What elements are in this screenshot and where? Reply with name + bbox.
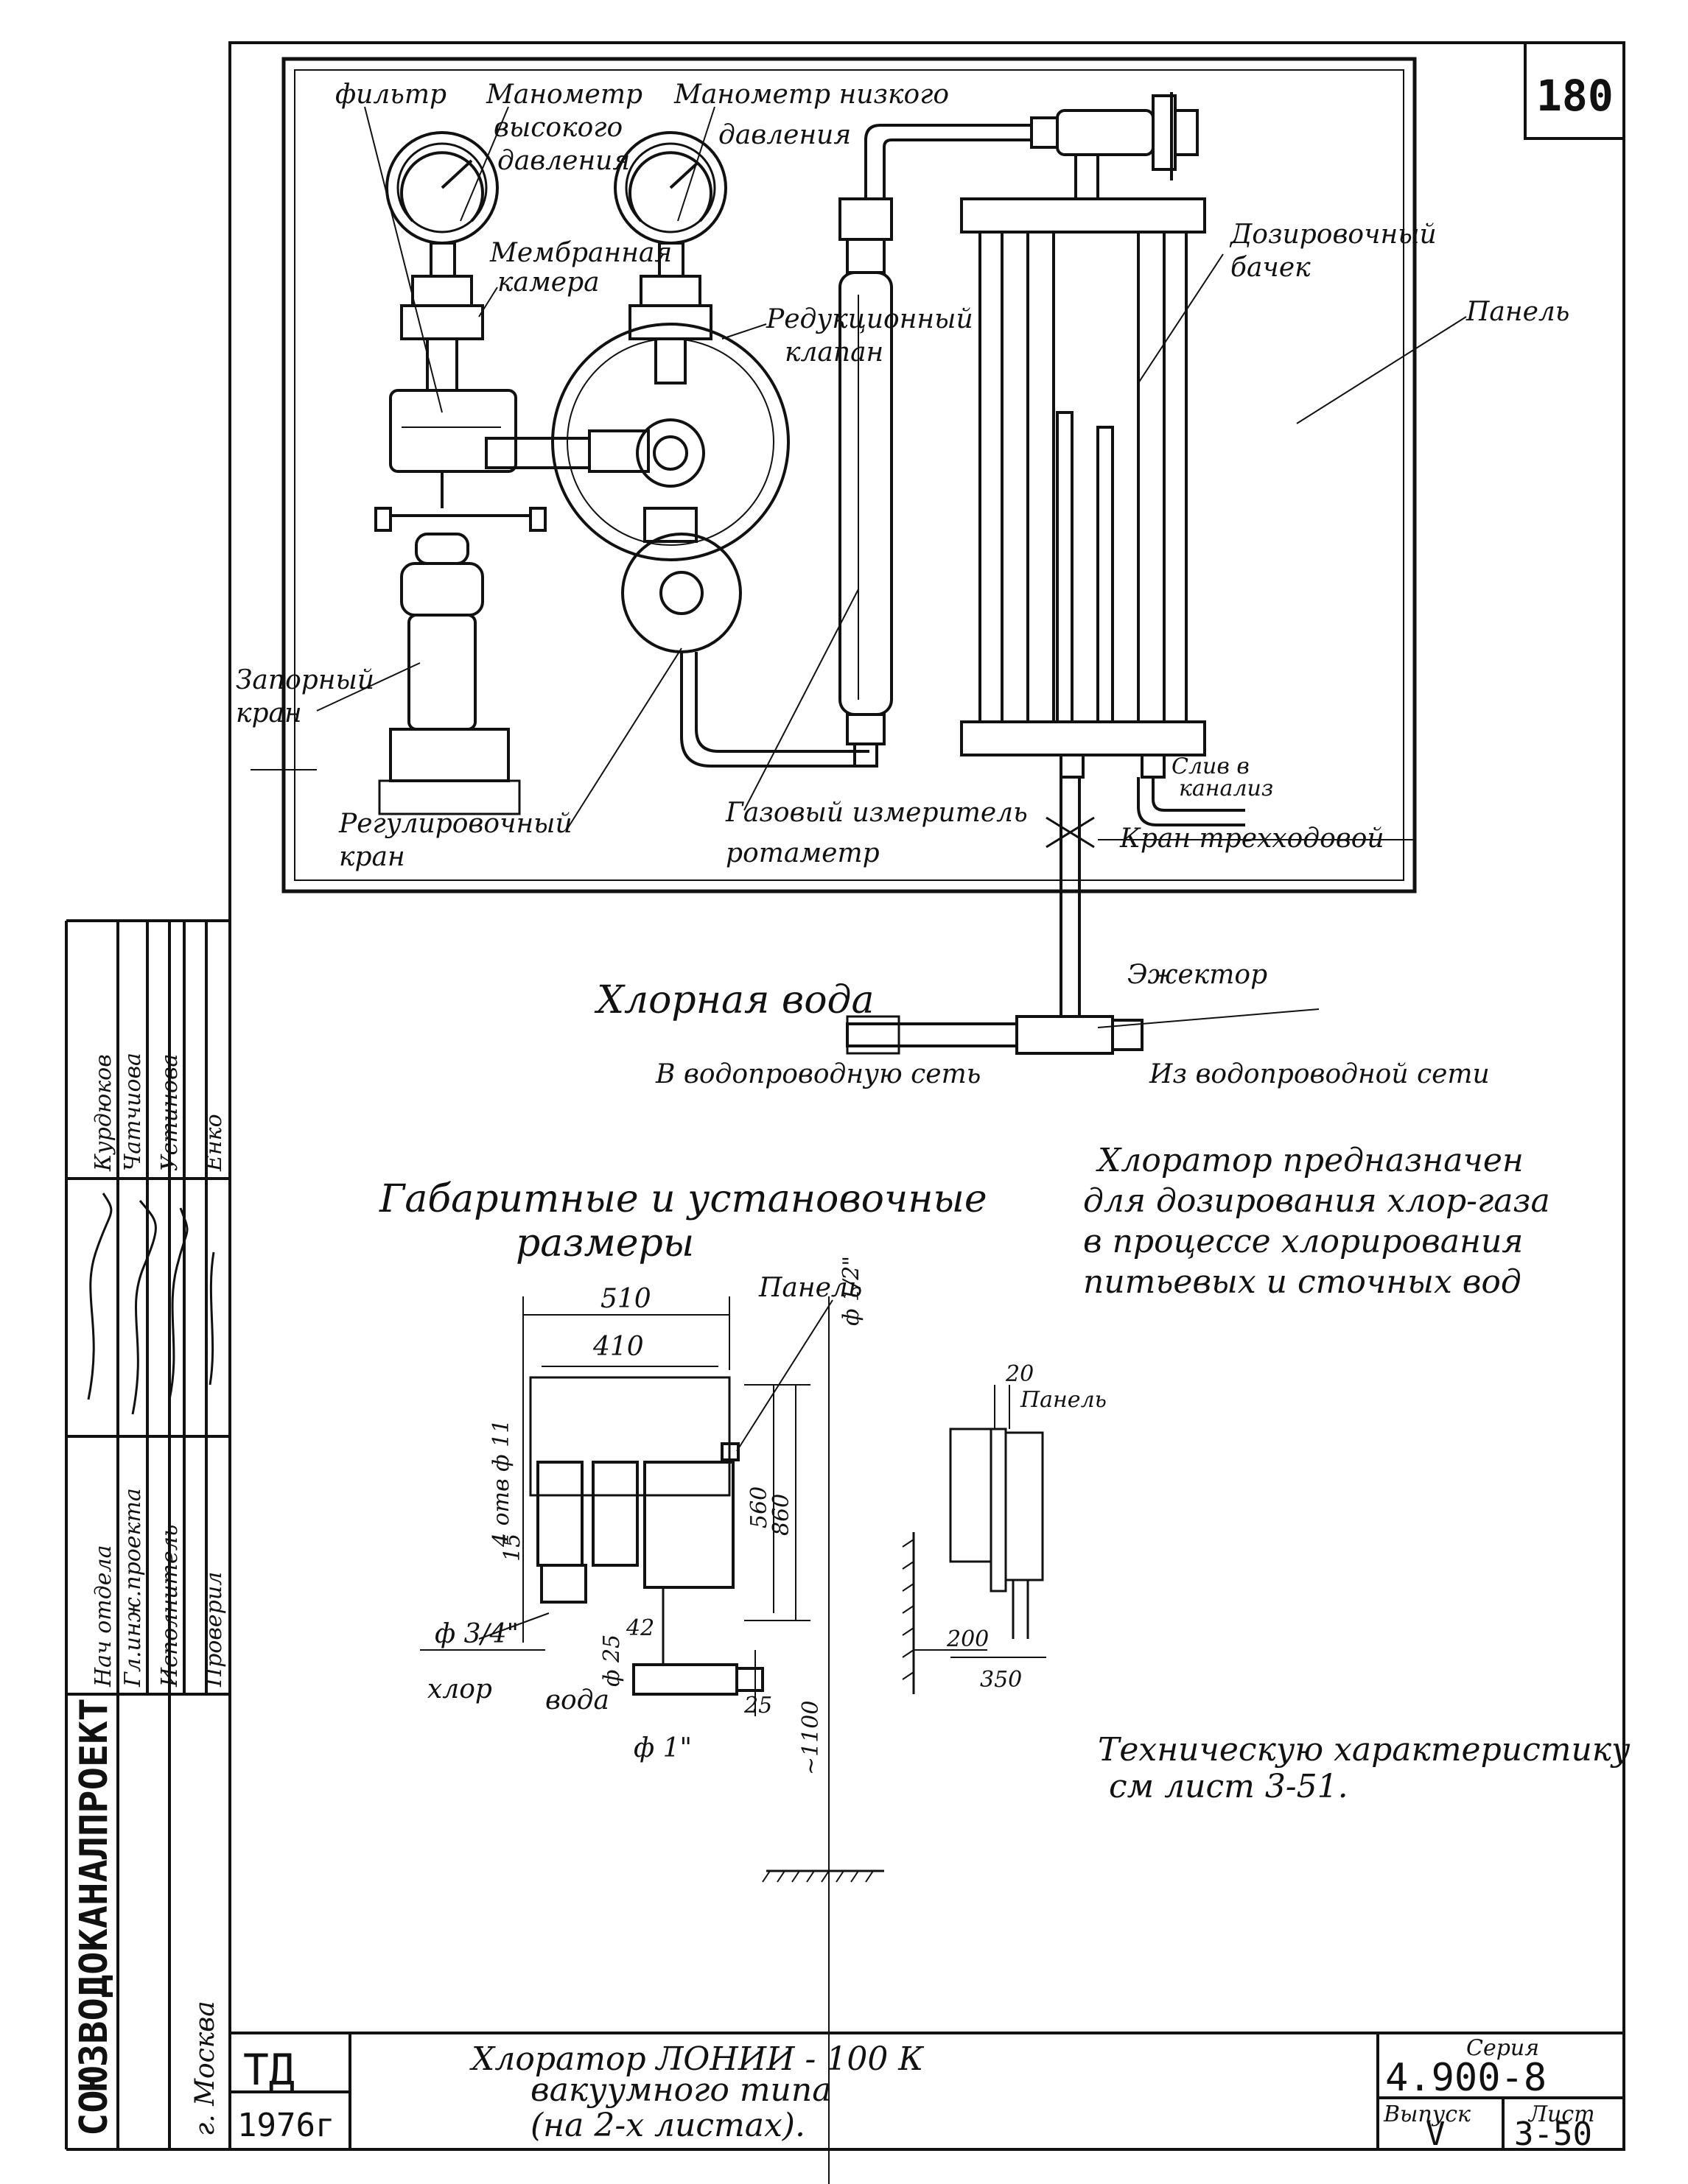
dim-25: ф 25 [599, 1635, 625, 1687]
title-line-2: вакуумного типа [530, 2071, 831, 2109]
dim-560: 560 [746, 1486, 772, 1528]
side-350: 350 [980, 1667, 1022, 1693]
title-line-1: Хлоратор ЛОНИИ - 100 К [469, 2040, 924, 2078]
org-name: СОЮЗВОДОКАНАЛПРОЕКТ [72, 1698, 116, 2136]
dim-42: 42 [626, 1615, 654, 1641]
label-regulating-2: кран [339, 842, 405, 872]
tech-note-line-1: Техническую характеристику [1098, 1731, 1631, 1769]
issue-value: V [1426, 2115, 1446, 2153]
label-shutoff-1: Запорный [236, 665, 374, 695]
label-membrane-2: камера [497, 267, 600, 298]
name-0: Курдюков [91, 1054, 116, 1172]
label-gauge-low-1: Манометр низкого [673, 80, 949, 110]
dimensions-title-2: размеры [516, 1221, 694, 1265]
dim-pipe-three-quarter: ф 3/4" [435, 1619, 519, 1649]
role-2: Исполнитель [157, 1525, 183, 1688]
tech-note-line-2: см лист 3-51. [1109, 1768, 1348, 1805]
dim-15: 15 [500, 1534, 525, 1562]
dim-410: 410 [592, 1332, 644, 1362]
sheet-label: Лист [1527, 2102, 1595, 2127]
side-20: 20 [1005, 1361, 1034, 1387]
series-value: 4.900-8 [1385, 2056, 1547, 2100]
dim-25b: 25 [743, 1693, 772, 1718]
dim-510: 510 [600, 1284, 651, 1314]
label-regulating-1: Регулировочный [338, 809, 572, 839]
label-gauge-high-3: давления [497, 146, 630, 176]
label-dosing-2: бачек [1230, 253, 1311, 283]
label-gauge-low-2: давления [718, 120, 851, 150]
doc-code: ТД [243, 2045, 295, 2095]
dim-panel: Панель [758, 1273, 862, 1303]
description-line-4: питьевых и сточных вод [1083, 1263, 1521, 1301]
sheet-number: 180 [1536, 71, 1614, 121]
dim-chlorine: хлор [427, 1674, 492, 1704]
label-ejector: Эжектор [1127, 960, 1267, 990]
issue-label: Выпуск [1383, 2102, 1471, 2127]
label-gauge-high-2: высокого [494, 113, 623, 143]
dim-1100: ~1100 [798, 1701, 824, 1775]
role-0: Нач отдела [91, 1545, 116, 1688]
label-from-network: Из водопроводной сети [1149, 1059, 1490, 1089]
doc-year: 1976г [237, 2107, 335, 2144]
label-membrane-1: Мембранная [489, 238, 672, 268]
label-to-network: В водопроводную сеть [655, 1059, 981, 1089]
dim-holes: 4 отв ф 11 [488, 1419, 514, 1548]
side-200: 200 [946, 1626, 989, 1652]
label-chlorine-water: Хлорная вода [594, 978, 874, 1022]
name-3: Енко [201, 1114, 227, 1172]
label-reducing-2: клапан [785, 337, 883, 368]
label-gauge-high-1: Манометр [486, 80, 642, 110]
label-filter: фильтр [335, 80, 446, 110]
title-line-3: (на 2-х листах). [530, 2107, 805, 2144]
org-city: г. Москва [190, 2001, 220, 2136]
dim-pipe-one-inch: ф 1" [634, 1733, 692, 1763]
label-reducing-1: Редукционный [766, 304, 973, 334]
label-dosing-1: Дозировочный [1229, 220, 1437, 250]
label-drain-2: канализ [1179, 776, 1273, 801]
sheet-frame [228, 41, 1625, 2151]
label-three-way-valve: Кран трехходовой [1119, 824, 1384, 854]
sheet-value: 3-50 [1514, 2115, 1592, 2153]
label-gas-meter-2: ротаметр [726, 838, 880, 868]
dim-pipe-half-inch: ф 1/2" [838, 1256, 864, 1326]
label-drain-1: Слив в [1172, 754, 1250, 779]
side-panel: Панель [1020, 1387, 1107, 1413]
label-shutoff-2: кран [236, 698, 302, 728]
dim-860: 860 [768, 1494, 794, 1536]
dim-water: вода [545, 1685, 609, 1716]
description-line-1: Хлоратор предназначен [1096, 1142, 1524, 1179]
handwritten-signatures [87, 1193, 215, 1415]
name-1: Чатчиова [120, 1053, 146, 1171]
name-2: Устинова [157, 1054, 183, 1171]
description-line-2: для дозирования хлор-газа [1083, 1182, 1550, 1220]
role-3: Проверил [201, 1572, 227, 1688]
label-gas-meter-1: Газовый измеритель [725, 798, 1028, 828]
description-line-3: в процессе хлорирования [1083, 1223, 1523, 1260]
dimensions-title-1: Габаритные и установочные [379, 1177, 987, 1221]
label-panel: Панель [1465, 297, 1569, 327]
role-1: Гл.инж.проекта [120, 1488, 146, 1688]
series-label: Серия [1466, 2035, 1539, 2061]
